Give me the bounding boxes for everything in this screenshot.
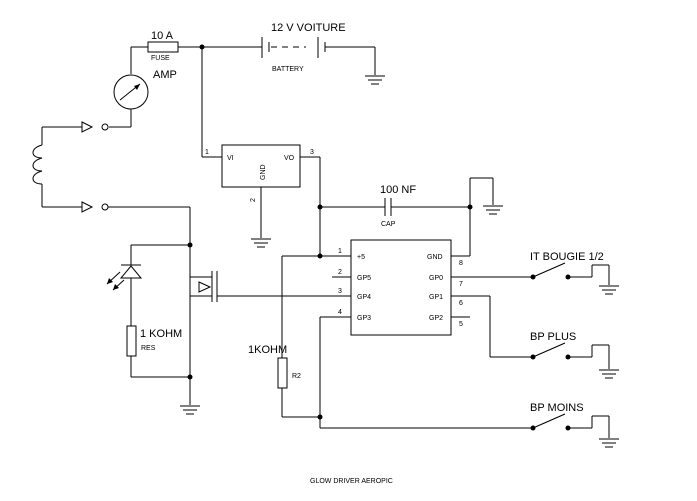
mcu-pin-name: GP0 <box>429 275 443 282</box>
res-value-label: 1 KOHM <box>140 328 182 340</box>
battery-name-label: BATTERY <box>272 66 304 73</box>
switch-minus <box>530 413 610 438</box>
cap-value-label: 100 NF <box>380 184 416 196</box>
ground-symbol <box>599 438 619 448</box>
mcu-pin-num: 1 <box>338 248 342 255</box>
mcu-pin-num: 2 <box>338 269 342 276</box>
switch-glow-plug-label: IT BOUGIE 1/2 <box>530 251 604 263</box>
fuse-value-label: 10 A <box>151 30 174 42</box>
resistor-res <box>126 325 190 378</box>
mcu-pin-name: +5 <box>357 254 365 261</box>
switch-plus <box>489 296 610 369</box>
capacitor <box>317 177 494 256</box>
resistor-r2 <box>277 255 533 429</box>
ground-symbol <box>599 285 619 295</box>
ground-symbol <box>180 405 200 415</box>
voltage-regulator <box>201 47 321 256</box>
battery <box>202 37 376 75</box>
res-name-label: RES <box>141 345 156 352</box>
ammeter <box>101 47 149 131</box>
regulator-pin1: 1 <box>205 149 209 156</box>
regulator-vo-label: VO <box>284 155 295 162</box>
mcu-pin-name: GP5 <box>357 275 371 282</box>
mcu-pin-name: GP1 <box>429 294 443 301</box>
mcu-pin-num: 6 <box>459 300 463 307</box>
ground-symbol <box>483 205 503 215</box>
mcu-pin-name: GP4 <box>357 294 371 301</box>
regulator-vi-label: VI <box>227 155 234 162</box>
mcu-pin-num: 7 <box>459 281 463 288</box>
ground-symbol <box>365 75 385 85</box>
r2-value-label: 1KOHM <box>248 344 287 356</box>
microcontroller <box>222 239 533 336</box>
mcu-pin-name: GP2 <box>429 315 443 322</box>
switch-glow-plug <box>530 262 610 285</box>
mcu-pin-name: GND <box>427 254 443 261</box>
ground-symbol <box>251 238 271 248</box>
r2-name-label: R2 <box>292 373 301 380</box>
switch-plus-label: BP PLUS <box>530 331 576 343</box>
mcu-pin-name: GP3 <box>357 315 371 322</box>
cap-name-label: CAP <box>381 221 396 228</box>
mcu-pin-num: 3 <box>338 288 342 295</box>
regulator-gnd-label: GND <box>260 164 267 180</box>
switch-minus-label: BP MOINS <box>530 402 584 414</box>
mosfet <box>187 242 222 405</box>
battery-value-label: 12 V VOITURE <box>271 22 346 34</box>
mcu-pin-num: 5 <box>459 321 463 328</box>
fuse-name-label: FUSE <box>151 55 170 62</box>
schematic-title: GLOW DRIVER AEROPIC <box>310 478 393 485</box>
mcu-pin-num: 4 <box>338 309 342 316</box>
mcu-pin-num: 8 <box>459 260 463 267</box>
ground-symbol <box>599 369 619 379</box>
amp-label: AMP <box>153 69 177 81</box>
regulator-pin3: 3 <box>310 149 314 156</box>
glow-plug-coil <box>32 121 191 245</box>
fuse <box>131 41 205 53</box>
regulator-pin2: 2 <box>250 198 257 202</box>
led <box>106 244 190 326</box>
